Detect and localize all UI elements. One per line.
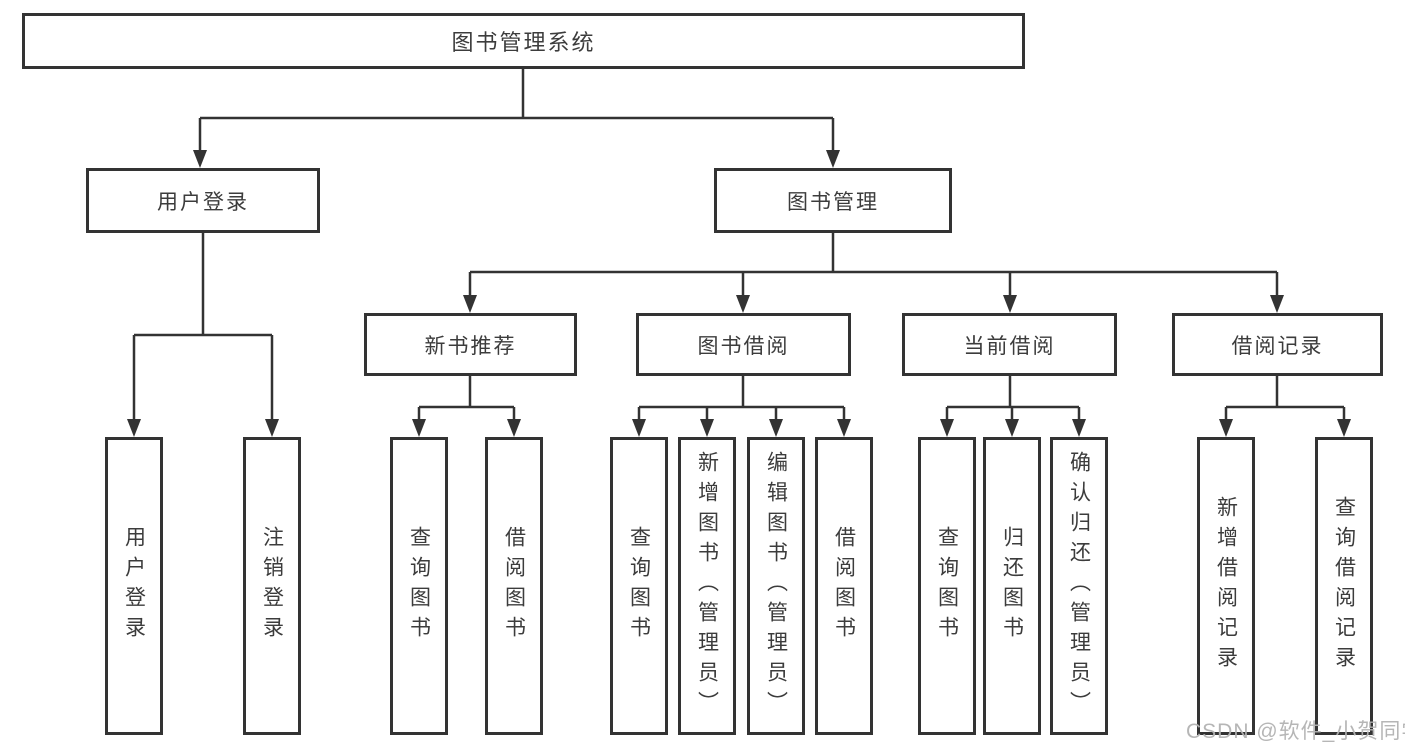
leaf-query-books-2: 查询图书 (610, 437, 668, 735)
leaf-confirm-return-admin: 确认归还（管理员） (1050, 437, 1108, 735)
leaf-borrow-books-2: 借阅图书 (815, 437, 873, 735)
csdn-watermark: CSDN @软件_小贺同学 (1186, 720, 1405, 743)
node-label: 编辑图书（管理员） (764, 451, 788, 721)
node-label: 查询图书 (407, 526, 431, 646)
node-label: 图书管理系统 (451, 30, 596, 55)
leaf-add-borrow-record: 新增借阅记录 (1197, 437, 1255, 735)
node-new-book-recommend: 新书推荐 (364, 313, 577, 376)
node-label: 新增图书（管理员） (695, 451, 719, 721)
node-label: 借阅图书 (502, 526, 526, 646)
node-label: 注销登录 (260, 526, 284, 646)
node-book-borrow: 图书借阅 (636, 313, 851, 376)
connector-user-login-to-leaves (127, 233, 279, 437)
leaf-query-borrow-record: 查询借阅记录 (1315, 437, 1373, 735)
node-label: 新书推荐 (424, 334, 517, 358)
node-label: 新增借阅记录 (1214, 496, 1238, 676)
node-book-management: 图书管理 (714, 168, 952, 233)
connector-borrow-records-to-leaves (1219, 376, 1351, 437)
node-label: 用户登录 (122, 526, 146, 646)
connector-book-management-to-level3 (463, 233, 1284, 313)
node-user-login: 用户登录 (86, 168, 320, 233)
node-label: 查询图书 (627, 526, 651, 646)
node-label: 图书管理 (787, 190, 879, 214)
node-current-borrow: 当前借阅 (902, 313, 1117, 376)
leaf-add-books-admin: 新增图书（管理员） (678, 437, 736, 735)
leaf-query-books-3: 查询图书 (918, 437, 976, 735)
node-label: 查询图书 (935, 526, 959, 646)
leaf-user-login: 用户登录 (105, 437, 163, 735)
connector-root-to-level2 (193, 69, 840, 168)
node-label: 借阅记录 (1231, 334, 1324, 358)
connector-current-borrow-to-leaves (940, 376, 1086, 437)
node-label: 当前借阅 (963, 334, 1056, 358)
leaf-borrow-books-1: 借阅图书 (485, 437, 543, 735)
node-label: 归还图书 (1000, 526, 1024, 646)
connector-new-book-to-leaves (412, 376, 521, 437)
leaf-return-books: 归还图书 (983, 437, 1041, 735)
node-library-management-system: 图书管理系统 (22, 13, 1025, 69)
node-label: 用户登录 (157, 190, 249, 214)
leaf-logout: 注销登录 (243, 437, 301, 735)
connector-book-borrow-to-leaves (632, 376, 851, 437)
leaf-query-books-1: 查询图书 (390, 437, 448, 735)
node-label: 图书借阅 (697, 334, 790, 358)
node-label: 借阅图书 (832, 526, 856, 646)
node-borrow-records: 借阅记录 (1172, 313, 1383, 376)
node-label: 查询借阅记录 (1332, 496, 1356, 676)
leaf-edit-books-admin: 编辑图书（管理员） (747, 437, 805, 735)
node-label: 确认归还（管理员） (1067, 451, 1091, 721)
